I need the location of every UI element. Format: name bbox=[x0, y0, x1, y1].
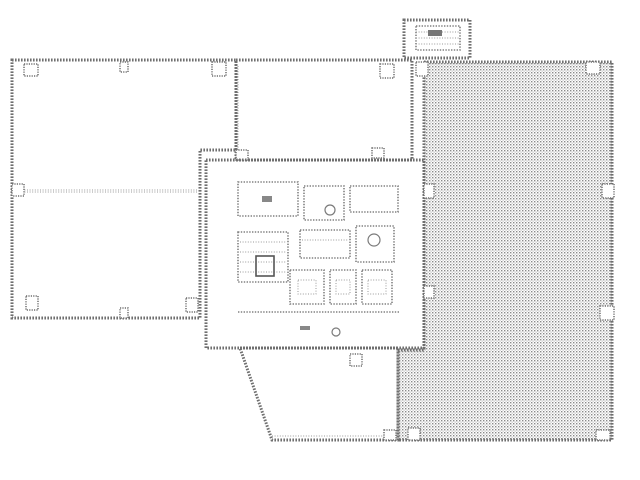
tenant-east-area bbox=[396, 60, 614, 442]
tenant-east-columns bbox=[407, 61, 615, 441]
core bbox=[204, 158, 426, 350]
office-west bbox=[10, 58, 238, 320]
office-north bbox=[234, 58, 414, 162]
corridor-south bbox=[237, 346, 400, 442]
stair-box-north bbox=[402, 18, 472, 60]
